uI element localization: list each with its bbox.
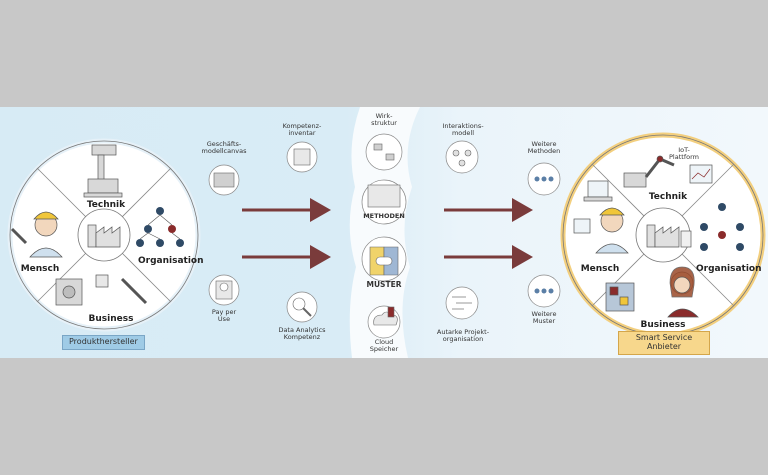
right-circle	[560, 132, 766, 338]
kompetenz-label: Kompetenz- inventar	[282, 122, 322, 137]
computer-icon	[583, 180, 613, 202]
geschaefts-label: Geschäfts- modellcanvas	[201, 140, 247, 155]
left-organisation-label: Organisation	[138, 256, 204, 266]
right-mensch-label: Mensch	[580, 264, 620, 274]
data-cube-icon	[605, 282, 635, 312]
machine-icon	[83, 144, 123, 198]
arrows	[242, 198, 533, 269]
right-business-label: Business	[640, 320, 686, 330]
wirk-label: Wirk- struktur	[371, 112, 397, 127]
produkthersteller-tag: Produkthersteller	[62, 335, 145, 350]
left-technik-label: Technik	[86, 200, 126, 210]
woman-icon	[667, 266, 699, 318]
org-people-icon	[136, 207, 184, 247]
diagram-graphics	[7, 107, 766, 358]
methoden-label: METHODEN	[363, 212, 405, 220]
smart-service-tag: Smart Service Anbieter	[618, 331, 710, 355]
diagram-canvas: Technik Organisation Mensch Business Pro…	[0, 107, 768, 358]
factory-icon	[87, 224, 121, 248]
left-mensch-label: Mensch	[20, 264, 60, 274]
iot-platform-label: IoT-Plattform	[669, 146, 699, 161]
factory-icon-right	[646, 224, 692, 248]
robot-arm-icon	[623, 155, 675, 188]
org-people-icon-right	[700, 203, 744, 251]
safe-icon	[55, 274, 148, 306]
autarke-label: Autarke Projekt- organisation	[436, 328, 490, 343]
right-organisation-label: Organisation	[696, 264, 762, 274]
center-band	[349, 107, 420, 358]
monitor-icon	[689, 164, 713, 184]
weitere-methoden-label: Weitere Methoden	[527, 140, 561, 155]
weitere-muster-label: Weitere Muster	[531, 310, 557, 325]
muster-label: MUSTER	[366, 280, 402, 289]
pay-label: Pay per Use	[211, 308, 237, 323]
data-analytics-label: Data Analytics Kompetenz	[278, 326, 326, 341]
left-business-label: Business	[88, 314, 134, 324]
interaktion-label: Interaktions- modell	[442, 122, 484, 137]
interaction-icon	[445, 140, 479, 174]
left-circle	[7, 138, 201, 332]
structure-icon	[365, 133, 403, 171]
right-technik-label: Technik	[648, 192, 688, 202]
worker-icon-right	[573, 207, 629, 254]
worker-icon	[10, 211, 63, 258]
cloud-label: Cloud Speicher	[369, 338, 399, 353]
